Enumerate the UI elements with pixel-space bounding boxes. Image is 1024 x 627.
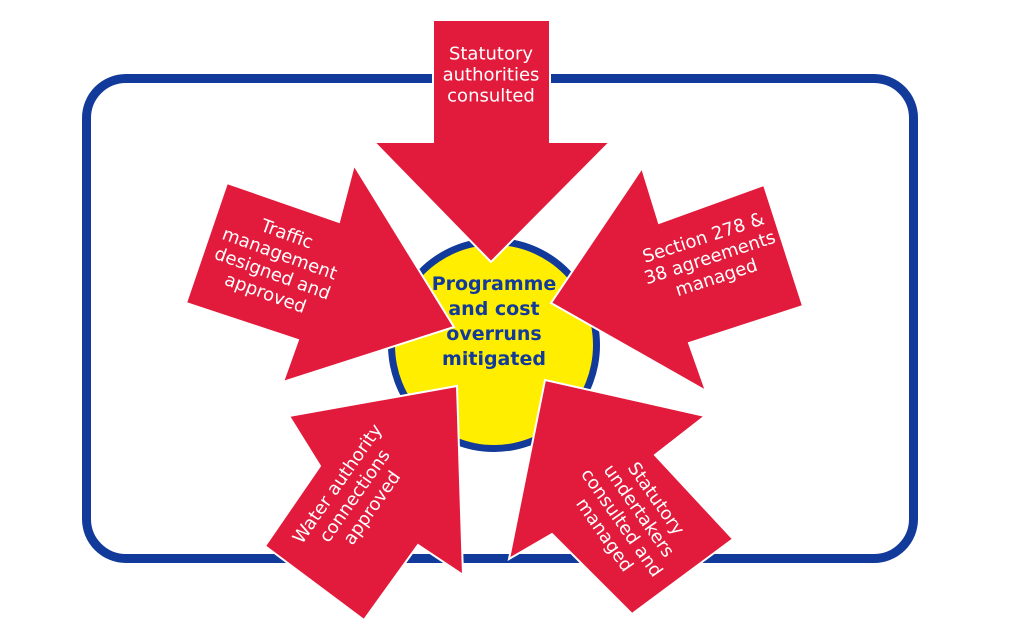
hub-line: and cost: [448, 298, 540, 320]
hub-line: mitigated: [442, 348, 546, 370]
arrow-label-line: authorities: [442, 64, 540, 86]
hub-label: Programme and cost overruns mitigated: [418, 272, 570, 372]
arrow-statutory-undertakers: [507, 378, 735, 616]
arrow-label-line: consulted: [447, 85, 535, 107]
arrow-water-authority: [263, 384, 465, 622]
hub-line: overruns: [446, 323, 542, 345]
arrow-traffic-management: [184, 162, 456, 384]
arrow-label-line: Statutory: [448, 43, 534, 65]
arrow-label-statutory-authorities: Statutory authorities consulted: [391, 44, 591, 107]
arrow-section-278: [549, 165, 805, 394]
arrow-statutory-authorities: [371, 19, 613, 264]
hub-line: Programme: [431, 273, 557, 295]
